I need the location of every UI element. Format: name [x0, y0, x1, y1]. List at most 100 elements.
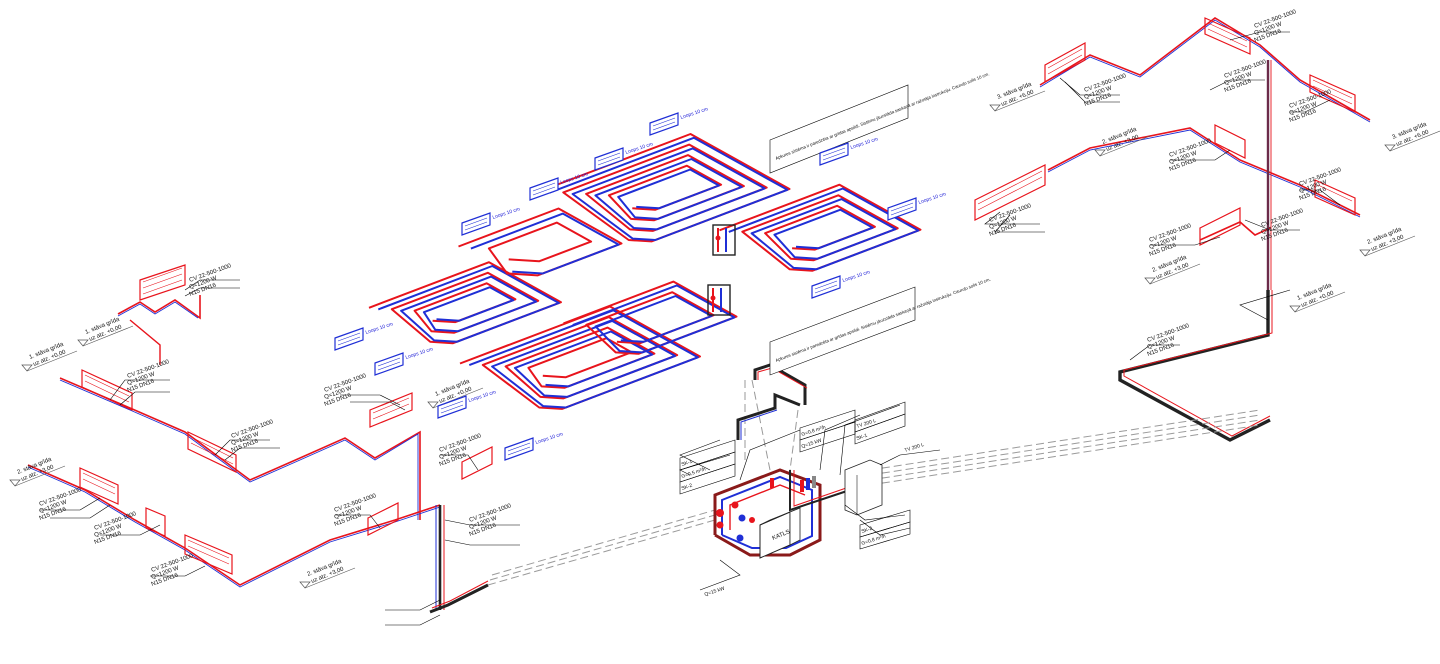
right-riser-base	[1118, 290, 1271, 442]
manifold-lower[interactable]	[707, 284, 731, 316]
loop-tag-text: Loops 10 cm	[492, 206, 521, 221]
plant-pipe-1	[736, 392, 801, 440]
connection-lines	[487, 379, 1261, 586]
right-radiator-network	[974, 17, 1371, 442]
loop-tag-text: Loops 10 cm	[365, 321, 394, 336]
plant-label-8: SK-2	[861, 526, 874, 535]
loop-tag-11[interactable]: Loops 10 cm	[811, 269, 871, 299]
radiator-r3[interactable]	[1309, 74, 1356, 113]
svg-text:Apkures sistēma ir paredzēta a: Apkures sistēma ir paredzēta ar grīdas a…	[775, 71, 990, 161]
loop-tag-6[interactable]: Loops 10 cm	[374, 346, 434, 376]
radiator-l8[interactable]	[367, 502, 399, 536]
plant-leaders	[679, 404, 941, 591]
radiator-r4[interactable]	[974, 164, 1046, 221]
storage-tank[interactable]	[844, 459, 883, 516]
radiator-l5[interactable]	[79, 467, 119, 505]
radiator-r5[interactable]	[1214, 124, 1246, 159]
pump-3[interactable]	[736, 517, 756, 542]
right-leaders	[984, 31, 1341, 361]
manifold-upper[interactable]	[712, 224, 736, 256]
plant-loop-red	[713, 468, 822, 557]
left-leaders	[40, 279, 520, 626]
loop-tag-text: Loops 10 cm	[918, 191, 947, 206]
loop-tag-5[interactable]: Loops 10 cm	[334, 321, 394, 351]
loop-tag-1[interactable]: Loops 10 cm	[649, 106, 709, 136]
loop-tag-8[interactable]: Loops 10 cm	[504, 431, 564, 461]
boiler[interactable]	[759, 507, 801, 559]
left-top-pipe	[117, 295, 201, 320]
note-lower: Apkures sistēma ir paredzēta ar grīdas a…	[769, 277, 992, 376]
right-low-pipe	[1199, 221, 1271, 241]
radiator-l4[interactable]	[369, 392, 413, 428]
floor-zone-left-return	[377, 265, 560, 343]
loop-tag-4[interactable]: Loops 10 cm	[461, 206, 521, 236]
floor-zone-mid-return	[470, 212, 620, 275]
floor-zone-center-return	[572, 284, 736, 354]
plant-label-3: SK-2	[681, 483, 694, 492]
radiator-r1[interactable]	[1044, 41, 1086, 84]
loop-tags: Loops 10 cm Loops 10 cm Loops 10 cm Loops 1…	[334, 106, 947, 461]
left-top-pipe2	[117, 301, 199, 319]
right-top-pipe	[1039, 17, 1371, 121]
left-upper-pipe-return	[59, 379, 419, 520]
pump-1[interactable]	[716, 509, 724, 529]
floor-heating-loops	[368, 133, 922, 410]
radiator-r6[interactable]	[1314, 179, 1356, 216]
loop-tag-text: Loops 10 cm	[405, 346, 434, 361]
svg-text:Apkures sistēma ir paredzēta a: Apkures sistēma ir paredzēta ar grīdas a…	[775, 277, 992, 363]
plant-label-1: SK-1	[681, 459, 694, 468]
boiler-room-plant: KATLS	[679, 363, 941, 591]
valves[interactable]	[770, 476, 816, 492]
left-lower-pipe	[27, 464, 441, 586]
plant-tag-boxes	[679, 401, 911, 550]
radiator-l9[interactable]	[461, 446, 493, 480]
loop-tag-text: Loops 10 cm	[680, 106, 709, 121]
plant-label-7: SK-1	[856, 433, 869, 442]
left-riser-base	[429, 583, 489, 614]
note-upper: Apkures sistēma ir paredzēta ar grīdas a…	[769, 71, 990, 174]
loop-tag-10[interactable]: Loops 10 cm	[887, 191, 947, 221]
radiator-r7[interactable]	[1199, 207, 1241, 246]
pump-2[interactable]	[731, 501, 746, 522]
left-top-link	[129, 319, 161, 365]
floor-zone-mid-supply	[458, 207, 623, 277]
radiator-l2[interactable]	[81, 369, 133, 411]
left-lower-pipe-return	[27, 466, 441, 588]
radiator-l6[interactable]	[145, 507, 166, 537]
radiator-l3[interactable]	[187, 431, 237, 473]
loop-tag-text: Loops 10 cm	[842, 269, 871, 284]
radiator-l7[interactable]	[184, 534, 233, 575]
loop-tag-text: Loops 10 cm	[535, 431, 564, 446]
radiator-r2[interactable]	[1204, 17, 1251, 55]
floor-zone-top-supply	[540, 133, 791, 243]
plant-loop-blue	[721, 475, 813, 549]
radiator-l1[interactable]	[139, 264, 186, 301]
